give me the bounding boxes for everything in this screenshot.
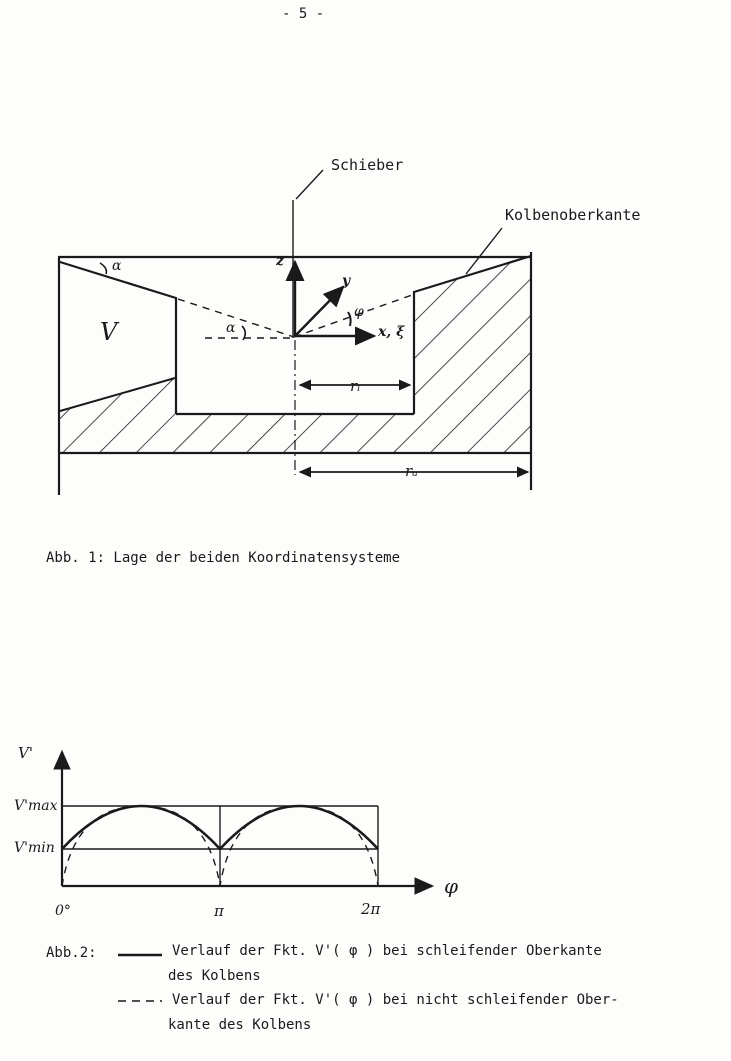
phi-arc <box>347 311 352 327</box>
chamber-contour-left <box>59 260 178 414</box>
label-dim-ri: rᵢ <box>350 377 361 395</box>
legend-dashed-line1: Verlauf der Fkt. V'( φ ) bei nicht schle… <box>172 992 619 1008</box>
alpha-arc-mid <box>241 325 247 341</box>
chamber-contour-right <box>412 254 532 414</box>
figure1-caption: Abb. 1: Lage der beiden Koordinatensyste… <box>46 550 401 566</box>
plot-tick-pi: π <box>214 902 224 920</box>
label-volume-v: V <box>100 318 118 346</box>
label-alpha-mid: α <box>226 320 236 336</box>
plot-axis-y-label: V' <box>18 744 33 762</box>
label-slider: Schieber <box>331 156 404 174</box>
curve-solid <box>61 804 379 851</box>
piston-edge-leader <box>465 227 503 275</box>
label-axis-z: z <box>276 253 284 269</box>
y-axis-arrow <box>294 285 345 337</box>
piston-lower-edge-left <box>59 377 176 412</box>
slider-leader <box>295 169 324 200</box>
legend-dashed-line2: kante des Kolbens <box>168 1017 312 1033</box>
label-axis-x: x, ξ <box>378 324 405 340</box>
alpha-arc-top <box>99 262 108 275</box>
curve-dashed <box>61 805 379 887</box>
piston-hatch-left <box>60 255 530 452</box>
figure2-caption-prefix: Abb.2: <box>46 945 97 961</box>
plot-tick-zero: 0° <box>55 903 71 919</box>
page-number: - 5 - <box>282 6 325 22</box>
plot-axis-x-label: φ <box>444 874 459 898</box>
label-piston-edge: Kolbenoberkante <box>505 206 641 224</box>
label-dim-ra: rₐ <box>405 462 418 480</box>
dashed-line-right <box>293 294 413 338</box>
plot-vmin-label: V'min <box>14 840 55 856</box>
plot-vmax-label: V'max <box>14 798 58 814</box>
label-angle-phi: φ <box>354 304 364 320</box>
label-axis-y: y <box>342 273 351 289</box>
label-alpha-top: α <box>112 258 122 274</box>
legend-solid-line2: des Kolbens <box>168 968 261 984</box>
legend-solid-line1: Verlauf der Fkt. V'( φ ) bei schleifende… <box>172 943 602 959</box>
plot-tick-two-pi: 2π <box>361 900 381 918</box>
